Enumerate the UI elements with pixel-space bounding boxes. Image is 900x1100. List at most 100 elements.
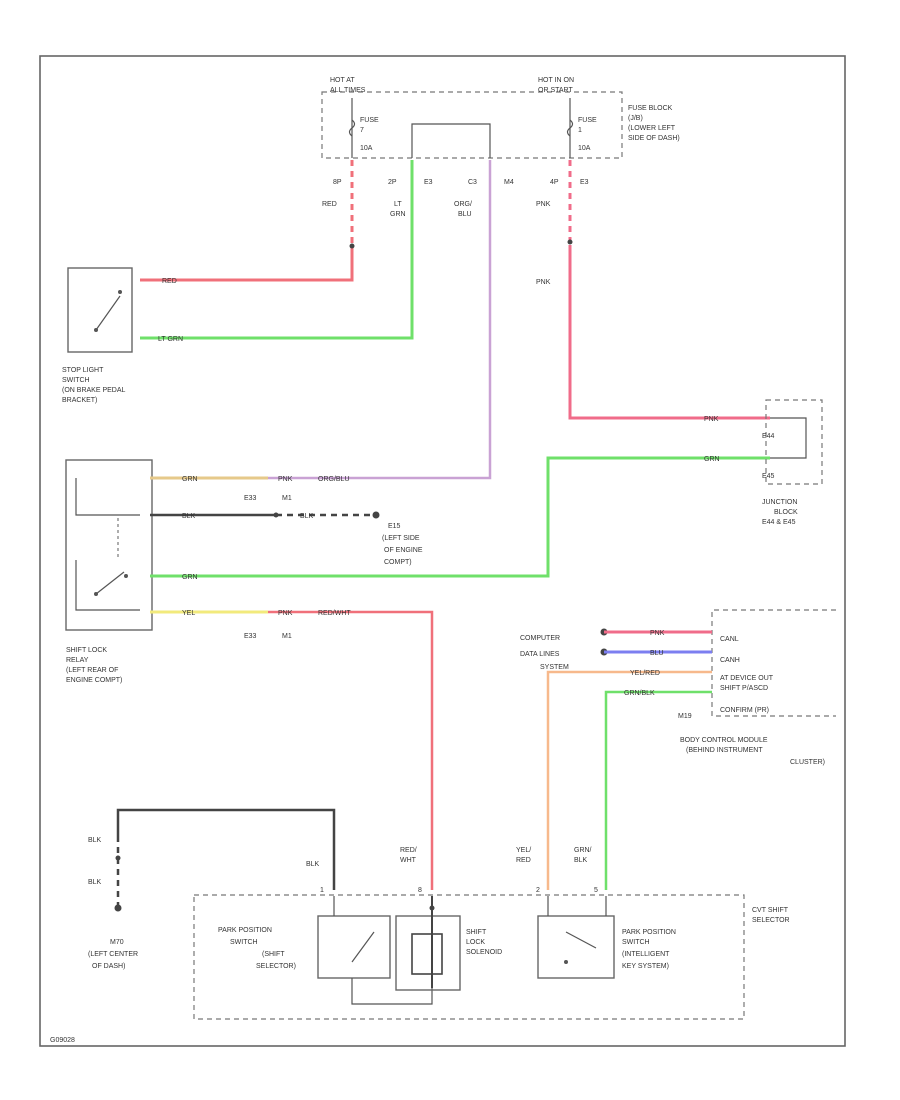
shift-lock-solenoid-box: [395, 915, 461, 991]
ground-blk-a: BLK: [88, 837, 102, 844]
wire-pnk-label-a: PNK: [536, 201, 551, 208]
fuse-right-header-1: HOT IN ON: [538, 77, 574, 84]
ground-blk-b: BLK: [88, 879, 102, 886]
ground-blk-c: BLK: [306, 861, 320, 868]
shift-lock-relay-label-2: RELAY: [66, 657, 89, 664]
park-key-label-4: KEY SYSTEM): [622, 963, 669, 970]
shift-lock-relay-box: [65, 459, 153, 631]
fuse-block-label-4: SIDE OF DASH): [628, 135, 680, 142]
relay-contact-pivot-a: [94, 592, 98, 596]
wire-orgblu: [150, 160, 492, 480]
stop-light-switch-pivot-b: [118, 290, 122, 294]
stop-light-switch-contact: [95, 295, 121, 331]
footer-code: G09028: [50, 1037, 75, 1044]
stop-red-label: RED: [162, 278, 177, 285]
park-switch-key-box: [537, 915, 615, 979]
park-shift-label-2: SWITCH: [230, 939, 258, 946]
selector-pin-2: 2: [536, 887, 540, 894]
fuse-right-num: 1: [578, 127, 582, 134]
ground-e15-label-4: COMPT): [384, 559, 412, 566]
jb-pnk-label: PNK: [704, 416, 719, 423]
wire-ltgrn: [140, 160, 414, 340]
jb-e45-label: E45: [762, 473, 775, 480]
ground-e15-label-1: E15: [388, 523, 401, 530]
conn-e33-b: E33: [244, 633, 257, 640]
selector-pin-5: 5: [594, 887, 598, 894]
shift-lock-relay-label-3: (LEFT REAR OF: [66, 667, 118, 674]
pin-8p: 8P: [333, 179, 342, 186]
fuse-left-header-2: ALL TIMES: [330, 87, 366, 94]
relay-grn-b-label: GRN: [182, 574, 198, 581]
bcm-outline: [711, 609, 836, 717]
stop-light-label-4: BRACKET): [62, 397, 97, 404]
stop-light-switch-box: [67, 267, 133, 353]
wire-ltgrn-label-2: GRN: [390, 211, 406, 218]
bcm-pin-5: CONFIRM (PR): [720, 707, 769, 714]
junction-block-label-2: BLOCK: [774, 509, 798, 516]
bcm-left-label-3: SYSTEM: [540, 664, 569, 671]
stop-light-label-2: SWITCH: [62, 377, 90, 384]
bcm-wire-yelred: [546, 670, 712, 890]
park-shift-label-4: SELECTOR): [256, 963, 296, 970]
selector-pin-8: 8: [418, 887, 422, 894]
stop-light-label-1: STOP LIGHT: [62, 367, 104, 374]
conn-m1-b: M1: [282, 633, 292, 640]
bcm-wire-label-1: PNK: [650, 630, 665, 637]
relay-blk-label: BLK: [182, 513, 196, 520]
relay-blk-b-label: BLK: [300, 513, 314, 520]
ground-e15-label-3: OF ENGINE: [384, 547, 423, 554]
ground-m70-wire: [116, 808, 336, 890]
conn-e33-a: E33: [244, 495, 257, 502]
body-control-module: COMPUTER DATA LINES SYSTEM PNK BLU YEL/R…: [520, 609, 836, 890]
fuse-right-icon: [566, 119, 574, 137]
fuse-left-amp: 10A: [360, 145, 373, 152]
wire-red-label: RED: [322, 201, 337, 208]
junction-block-label-1: JUNCTION: [762, 499, 797, 506]
shift-lock-solenoid-node: [429, 905, 435, 911]
ground-m70: BLK BLK BLK M70 (LEFT CENTER OF DASH): [88, 808, 336, 970]
ground-m70-node-b: [114, 904, 122, 912]
fuse-block-outline: [321, 91, 623, 159]
relay-coil-line: [75, 478, 140, 516]
relay-pnk-b-label: PNK: [278, 610, 293, 617]
jb-grn-label: GRN: [704, 456, 720, 463]
park-shift-label-3: (SHIFT: [262, 951, 285, 958]
stop-light-switch-pivot-a: [94, 328, 98, 332]
ground-m70-label-2: (LEFT CENTER: [88, 951, 138, 958]
relay-blk-node: [273, 512, 279, 518]
relay-grn-label: GRN: [182, 476, 198, 483]
stop-light-switch: RED LT GRN STOP LIGHT SWITCH (ON BRAKE P…: [62, 267, 183, 404]
wire-pnk-node: [567, 239, 573, 245]
fuse-left-icon: [348, 119, 356, 137]
cvt-shift-selector: 1 8 2 5 PARK POSITION SWITCH (SHIFT SELE…: [193, 887, 790, 1020]
relay-redwht-label: RED/WHT: [318, 610, 351, 617]
relay-orgblu-label: ORG/BLU: [318, 476, 350, 483]
park-switch-key-pivot: [564, 960, 568, 964]
bcm-left-label-1: COMPUTER: [520, 635, 560, 642]
stop-ltgrn-label: LT GRN: [158, 336, 183, 343]
wire-redwht-v-2: WHT: [400, 857, 417, 864]
wire-yelred-v-1: YEL/: [516, 847, 531, 854]
wire-orgblu-label-1: ORG/: [454, 201, 472, 208]
park-switch-shift-box: [317, 915, 391, 979]
bcm-label-2: (BEHIND INSTRUMENT: [686, 747, 763, 754]
wire-pnk: [568, 245, 770, 420]
wire-orgblu-label-2: BLU: [458, 211, 472, 218]
bcm-wire-label-2: BLU: [650, 650, 664, 657]
junction-block-jumper: [770, 417, 807, 459]
park-shift-label-1: PARK POSITION: [218, 927, 272, 934]
pin-c3: C3: [468, 179, 477, 186]
pin-2p: 2P: [388, 179, 397, 186]
wire-pnk-label-b: PNK: [536, 279, 551, 286]
bcm-pin-1: CANL: [720, 636, 739, 643]
relay-contact: [95, 571, 125, 595]
bcm-wire-label-4: GRN/BLK: [624, 690, 655, 697]
solenoid-label-1: SHIFT: [466, 929, 487, 936]
fuse-block-label-1: FUSE BLOCK: [628, 105, 673, 112]
ground-m70-label-3: OF DASH): [92, 963, 125, 970]
jb-e44-label: E44: [762, 433, 775, 440]
pin-m4: M4: [504, 179, 514, 186]
stop-light-label-3: (ON BRAKE PEDAL: [62, 387, 126, 394]
wire-red: [140, 248, 354, 282]
solenoid-label-2: LOCK: [466, 939, 485, 946]
